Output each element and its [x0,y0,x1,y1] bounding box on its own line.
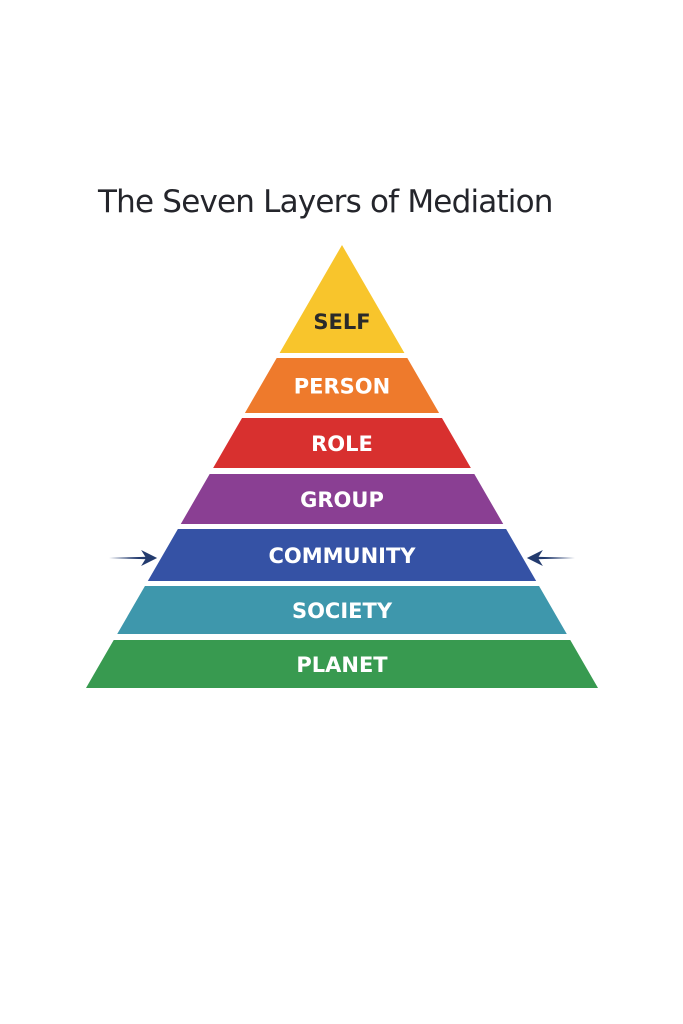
layer-label: SOCIETY [292,599,393,623]
layer-planet: PLANET [86,640,598,688]
layer-label: SELF [313,310,370,334]
layer-label: PERSON [294,375,390,399]
layer-self: SELF [279,245,405,353]
layer-label: GROUP [300,488,384,512]
layer-label: ROLE [311,432,373,456]
layer-role: ROLE [213,418,471,468]
layer-label: PLANET [296,653,388,677]
layer-group: GROUP [180,474,504,524]
layer-society: SOCIETY [117,586,567,634]
left-arrow-icon [109,550,158,566]
layer-shape [86,640,598,688]
layer-shape [279,245,405,353]
layer-shape [244,358,440,413]
layer-community: COMMUNITY [147,529,537,581]
layer-shape [147,529,537,581]
diagram-title: The Seven Layers of Mediation [98,184,553,220]
right-arrow-icon [526,550,575,566]
layer-person: PERSON [244,358,440,413]
layer-label: COMMUNITY [268,544,416,568]
layer-shape [117,586,567,634]
layer-shape [213,418,471,468]
layer-shape [180,474,504,524]
